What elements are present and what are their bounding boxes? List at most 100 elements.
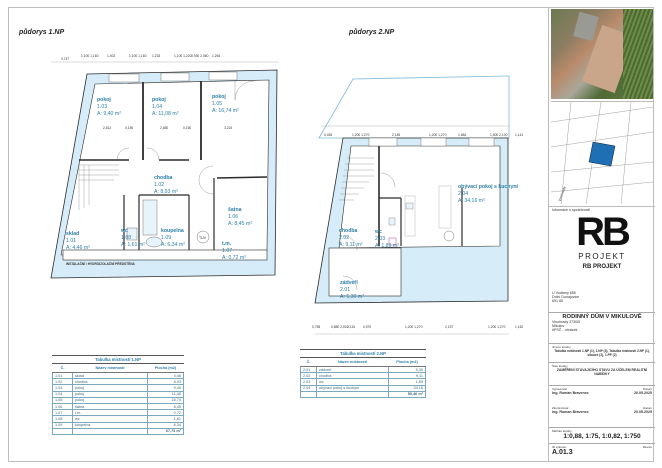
dim-inner: 0,150 [125, 126, 134, 130]
table-2np-caption: Tabulka místností 2.NP [300, 349, 426, 358]
scale-section: Měřítko kresby 1:0,88, 1:75, 1:0,82, 1:7… [549, 427, 655, 441]
dim-2np-3: 2,145 [392, 133, 401, 137]
tuv-label: TUV [199, 236, 207, 240]
prepared-by: Ing. Roman Bravenec [552, 391, 589, 395]
revision-label: Revize [642, 445, 652, 449]
dim-inner: 2,650 [160, 126, 169, 130]
project-section: RODINNÝ DŮM V MIKULOVĚ Vinohrady 3730/5 … [549, 312, 655, 333]
installation-wall-note: INSTALAČNÍ / HYDROIZOLAČNÍ PŘEDSTĚNA [66, 262, 135, 266]
checked-by: Ing. Roman Bravenec [552, 410, 589, 414]
company-info-section: Informace o společnosti RB PROJEKT RB PR… [549, 206, 655, 288]
dim-2np-b3: 2,115 [347, 325, 356, 329]
status-section: Stav kresby ZAMĚŘENÍ STÁVAJÍCÍHO STAVU Z… [549, 362, 655, 377]
checked-label: Zkontroloval [552, 406, 569, 410]
col-number: Č. [300, 358, 317, 367]
status-value: ZAMĚŘENÍ STÁVAJÍCÍHO STAVU ZA ÚČELEM REA… [556, 368, 648, 376]
cadastral-map: Vinohrady [551, 101, 653, 204]
checked-date: 20.05.2025 [634, 410, 652, 414]
checked-section: Zkontroloval Datum Ing. Roman Bravenec 20.… [549, 405, 655, 425]
address-line: U Vodárny 656 [552, 291, 576, 295]
dim-1np-5: 1,233 [152, 54, 161, 58]
rb-logo: RB [576, 210, 631, 254]
prepared-date: 20.05.2025 [634, 391, 652, 395]
dim-2np-6: 1,500 2,100 [490, 133, 508, 137]
date-label: Datum [643, 406, 652, 410]
dim-2np-1: 0,453 [324, 133, 333, 137]
status-label: Stav kresby [552, 364, 568, 368]
col-room-name: Název místnosti [316, 358, 389, 367]
dim-2np-7: 1,141 [515, 133, 524, 137]
company-address: U Vodárny 656 Dolní Dunajovice 691 85 [549, 290, 655, 304]
id-section: ID výkresu Revize A.01.3 [549, 443, 655, 462]
svg-text:Vinohrady: Vinohrady [558, 186, 567, 202]
logo-subtitle: PROJEKT [578, 252, 626, 261]
location-line: Mikulov [552, 324, 565, 328]
col-room-name: Název místnosti [72, 364, 148, 373]
dim-1np-1: 0,747 [61, 57, 70, 61]
scale-label: Měřítko kresby [552, 429, 572, 433]
dim-1np-8: 1,264 [212, 54, 221, 58]
address-line: 691 85 [552, 299, 563, 303]
dim-2np-b4: 0,570 [363, 325, 372, 329]
prepared-label: Vypracoval [552, 387, 567, 391]
drawing-sheet: půdorys 1.NP půdorys 2.NP [8, 7, 654, 462]
table-total-row: 50,46 m² [300, 390, 426, 398]
project-title: RODINNÝ DŮM V MIKULOVĚ [562, 314, 642, 320]
drawing-id: A.01.3 [552, 449, 573, 456]
dim-2np-b5: 1,200 1,270 [405, 325, 423, 329]
dim-2np-b7: 1,200 1,270 [488, 325, 506, 329]
dim-2np-2: 1,200 1,270 [352, 133, 370, 137]
plan-1np-title: půdorys 1.NP [19, 29, 65, 36]
floor-plan-1np: TUV [50, 61, 279, 279]
dim-2np-b2: 0,880 2,010 [331, 325, 349, 329]
scale-value: 1:0,88, 1:75, 1:0,82, 1:750 [563, 433, 641, 440]
dim-1np-7: 0,930 2,060 [191, 54, 209, 58]
dim-1np-2: 1,100 1,160 [81, 54, 99, 58]
dim-inner: 3,224 [224, 126, 233, 130]
col-number: Č. [52, 364, 73, 373]
aerial-photo [551, 9, 653, 99]
dim-inner: 0,150 [183, 126, 192, 130]
col-area: Plocha (m2) [147, 364, 184, 373]
room-table-1np: Tabulka místností 1.NP Č. Název místnost… [52, 355, 184, 435]
dim-1np-6: 1,100 1,220 [174, 54, 192, 58]
dim-inner: 2,812 [103, 126, 112, 130]
drawing-name-label: Jméno kresby [552, 345, 571, 349]
company-name: RB PROJEKT [582, 264, 622, 270]
table-1np-caption: Tabulka místností 1.NP [52, 355, 184, 364]
col-area: Plocha (m2) [388, 358, 426, 367]
title-block: Vinohrady Informace o společnosti RB PRO… [548, 7, 655, 462]
dim-2np-4: 1,200 1,270 [429, 133, 447, 137]
plan-2np-title: půdorys 2.NP [349, 29, 395, 36]
dim-2np-5: 1,684 [458, 133, 467, 137]
room-table-2np: Tabulka místností 2.NP Č. Název místnost… [300, 349, 426, 398]
dim-2np-b8: 1,152 [515, 325, 524, 329]
dim-2np-b1: 0,755 [312, 325, 321, 329]
floor-plan-2np [314, 75, 510, 335]
location-line: #PSČ - obrázek [552, 328, 578, 332]
location-line: Vinohrady 3730/5 [552, 320, 581, 324]
address-line: Dolní Dunajovice [552, 295, 580, 299]
table-total-row: 67,73 m² [52, 427, 184, 435]
dim-1np-3: 1,402 [107, 54, 116, 58]
dim-1np-4: 1,100 1,160 [129, 54, 147, 58]
company-info-label: Informace o společnosti [552, 208, 590, 212]
id-label: ID výkresu [552, 445, 567, 449]
dim-2np-b6: 2,197 [445, 325, 454, 329]
drawing-name: Tabulka místností 1.NP (1), 1.NP (3), Ta… [554, 349, 650, 357]
drawing-name-section: Jméno kresby Tabulka místností 1.NP (1),… [549, 343, 655, 358]
